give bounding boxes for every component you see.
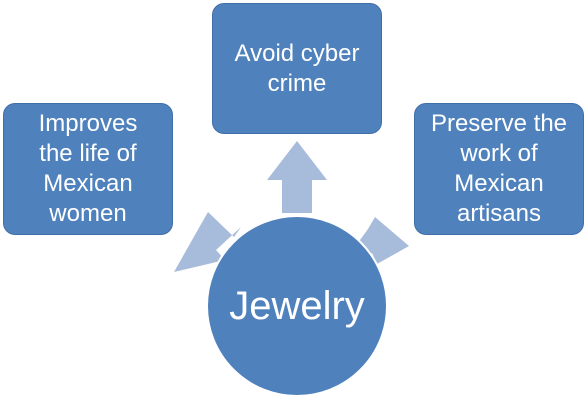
box-avoid-cyber-crime: Avoid cyber crime — [212, 3, 382, 134]
box-preserve-work: Preserve the work of Mexican artisans — [414, 103, 584, 235]
arrow-upper-left — [174, 212, 241, 272]
arrow-upper-right — [360, 217, 409, 264]
box-label: Preserve the work of Mexican artisans — [430, 110, 568, 227]
arrow-up — [267, 141, 327, 213]
center-circle: Jewelry — [206, 215, 388, 397]
box-improves-life: Improves the life of Mexican women — [3, 103, 173, 235]
center-label: Jewelry — [229, 284, 365, 328]
box-label: Improves the life of Mexican women — [38, 110, 138, 227]
box-label: Avoid cyber crime — [234, 39, 360, 97]
